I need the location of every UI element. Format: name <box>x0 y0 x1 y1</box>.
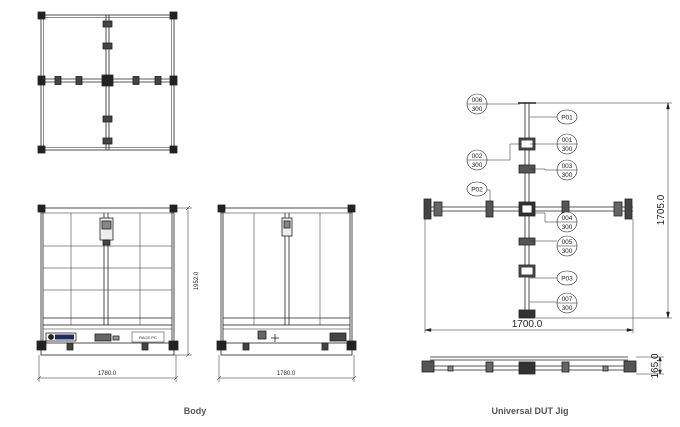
body-side-width-dimension <box>216 355 357 382</box>
tag-p01: P01 <box>556 109 578 125</box>
jig-width-value: 1700.0 <box>512 319 543 330</box>
jig-top-view <box>423 102 633 319</box>
tag-004-top: 004 <box>562 215 573 222</box>
tag-p01-label: P01 <box>561 115 573 122</box>
tag-006: 006 300 <box>466 93 488 115</box>
body-front-view <box>36 204 179 356</box>
tag-005-top: 005 <box>562 239 573 246</box>
tag-003-top: 003 <box>562 163 573 170</box>
tag-005-bottom: 300 <box>562 248 573 255</box>
jig-width-dimension <box>424 219 634 333</box>
tag-003-bottom: 300 <box>562 172 573 179</box>
caption-jig: Universal DUT Jig <box>491 406 569 416</box>
tag-p02: P02 <box>466 181 488 197</box>
body-label-panel-text: RACE PC <box>139 335 157 340</box>
tag-007-bottom: 300 <box>562 305 573 312</box>
jig-side-view <box>421 356 637 375</box>
body-height-dimension <box>174 205 192 358</box>
tag-005: 005 300 <box>556 235 578 257</box>
tag-003: 003 300 <box>556 159 578 181</box>
body-top-view <box>37 11 178 154</box>
tag-p02-label: P02 <box>471 187 483 194</box>
body-side-view <box>216 204 357 356</box>
tag-007: 007 300 <box>556 292 578 314</box>
tag-p03-label: P03 <box>561 276 573 283</box>
tag-002: 002 300 <box>466 149 488 171</box>
tag-001-top: 001 <box>562 137 573 144</box>
body-height-value: 1952.0 <box>194 271 200 290</box>
tag-002-bottom: 300 <box>472 162 483 169</box>
tag-002-top: 002 <box>472 153 483 160</box>
jig-height-value: 1705.0 <box>656 194 667 225</box>
tag-001: 001 300 <box>556 133 578 155</box>
tag-004: 004 300 <box>556 211 578 233</box>
body-side-width-value: 1780.0 <box>277 371 296 377</box>
tag-007-top: 007 <box>562 296 573 303</box>
jig-leader-lines <box>485 103 557 303</box>
tag-001-bottom: 300 <box>562 146 573 153</box>
tag-004-bottom: 300 <box>562 224 573 231</box>
tag-006-bottom: 300 <box>472 106 483 113</box>
jig-height-dimension <box>536 102 672 319</box>
tag-006-top: 006 <box>472 97 483 104</box>
caption-body: Body <box>183 406 207 416</box>
body-front-width-dimension <box>36 355 179 382</box>
body-front-width-value: 1780.0 <box>98 371 117 377</box>
jig-base-height-value: 165.0 <box>650 353 661 378</box>
jig-base-height-dimension <box>636 356 664 375</box>
tag-p03: P03 <box>556 270 578 286</box>
